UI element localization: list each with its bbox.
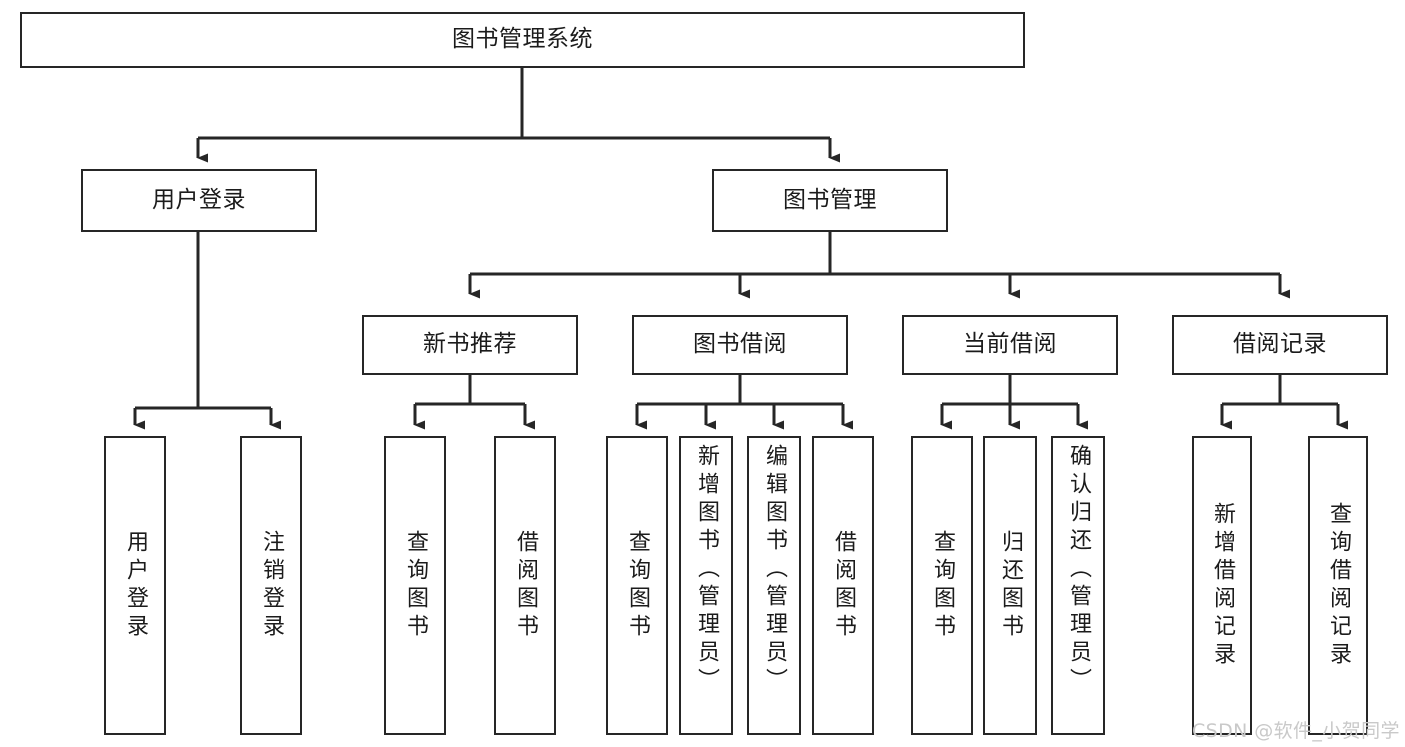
node-label: 图书管理系统	[452, 26, 593, 53]
node-label: 注销登录	[259, 529, 284, 642]
node-new-book-recommend[interactable]: 新书推荐	[362, 315, 578, 375]
node-leaf-user-login[interactable]: 用户登录	[104, 436, 166, 735]
node-label: 确认归还（管理员）	[1066, 444, 1091, 696]
node-label: 编辑图书（管理员）	[762, 444, 787, 696]
node-label: 新增借阅记录	[1210, 501, 1235, 670]
node-leaf-query-borrow-record[interactable]: 查询借阅记录	[1308, 436, 1368, 735]
node-leaf-confirm-return-admin[interactable]: 确认归还（管理员）	[1051, 436, 1105, 735]
node-label: 借阅图书	[831, 529, 856, 642]
node-current-borrow[interactable]: 当前借阅	[902, 315, 1118, 375]
node-label: 查询借阅记录	[1326, 501, 1351, 670]
node-label: 查询图书	[403, 529, 428, 642]
node-leaf-borrow-books[interactable]: 借阅图书	[812, 436, 874, 735]
node-label: 图书借阅	[693, 331, 787, 358]
node-label: 用户登录	[152, 186, 246, 213]
node-leaf-query-books-recommend[interactable]: 查询图书	[384, 436, 446, 735]
node-label: 用户登录	[123, 529, 148, 642]
node-label: 当前借阅	[963, 331, 1057, 358]
node-leaf-borrow-books-recommend[interactable]: 借阅图书	[494, 436, 556, 735]
node-label: 查询图书	[930, 529, 955, 642]
node-leaf-query-books-borrow[interactable]: 查询图书	[606, 436, 668, 735]
node-leaf-query-books-current[interactable]: 查询图书	[911, 436, 973, 735]
node-borrow-record[interactable]: 借阅记录	[1172, 315, 1388, 375]
node-user-login[interactable]: 用户登录	[81, 169, 317, 232]
node-label: 新书推荐	[423, 331, 517, 358]
node-leaf-edit-book-admin[interactable]: 编辑图书（管理员）	[747, 436, 801, 735]
node-label: 查询图书	[625, 529, 650, 642]
node-leaf-return-books[interactable]: 归还图书	[983, 436, 1037, 735]
node-label: 图书管理	[783, 186, 877, 213]
node-label: 借阅记录	[1233, 331, 1327, 358]
node-leaf-logout[interactable]: 注销登录	[240, 436, 302, 735]
node-label: 归还图书	[998, 529, 1023, 642]
node-book-borrow[interactable]: 图书借阅	[632, 315, 848, 375]
node-book-management[interactable]: 图书管理	[712, 169, 948, 232]
node-root[interactable]: 图书管理系统	[20, 12, 1025, 68]
node-leaf-add-book-admin[interactable]: 新增图书（管理员）	[679, 436, 733, 735]
node-label: 新增图书（管理员）	[694, 444, 719, 696]
node-leaf-add-borrow-record[interactable]: 新增借阅记录	[1192, 436, 1252, 735]
node-label: 借阅图书	[513, 529, 538, 642]
